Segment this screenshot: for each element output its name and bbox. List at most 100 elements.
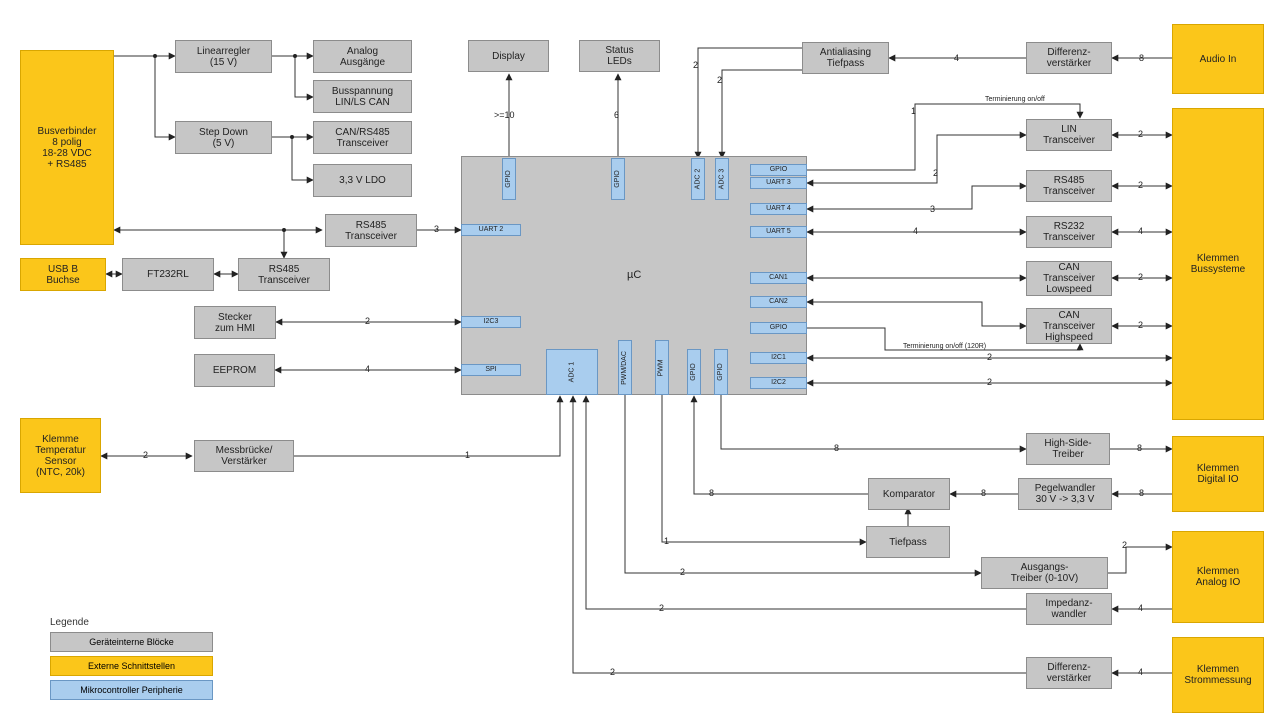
adc3-label: ADC 3	[718, 168, 725, 190]
label-diff-audio: 8	[1139, 53, 1145, 63]
label-ausgang: 2	[680, 567, 686, 577]
gpio-lin-peripheral: GPIO	[750, 164, 807, 176]
label-terminierung-lin: Terminierung on/off	[985, 96, 1045, 103]
gpio-bottom-2-peripheral: GPIO	[714, 349, 728, 395]
status-leds-block: Status LEDs	[579, 40, 660, 72]
pwm-peripheral: PWM	[655, 340, 669, 395]
label-temp: 2	[143, 450, 149, 460]
can1-peripheral: CAN1	[750, 272, 807, 284]
gpio-leds-label: GPIO	[614, 170, 622, 188]
ft232rl-block: FT232RL	[122, 258, 214, 291]
label-highside: 8	[834, 443, 840, 453]
busspannung-block: Busspannung LIN/LS CAN	[313, 80, 412, 113]
adc1-peripheral: ADC 1	[546, 349, 598, 395]
can-highspeed-block: CAN Transceiver Highspeed	[1026, 308, 1112, 344]
tiefpass-block: Tiefpass	[866, 526, 950, 558]
klemmen-analog-io-block: Klemmen Analog IO	[1172, 531, 1264, 623]
pwm-dac-peripheral: PWM/DAC	[618, 340, 632, 395]
adc1-label: ADC 1	[568, 361, 575, 383]
adc2-peripheral: ADC 2	[691, 158, 705, 200]
label-aa-diff: 4	[954, 53, 960, 63]
stecker-hmi-block: Stecker zum HMI	[194, 306, 276, 339]
uart4-peripheral: UART 4	[750, 203, 807, 215]
analog-ausgaenge-block: Analog Ausgänge	[313, 40, 412, 73]
rs485-transceiver-right-block: RS485 Transceiver	[1026, 170, 1112, 202]
differenzverstaerker-audio-block: Differenz- verstärker	[1026, 42, 1112, 74]
rs485-transceiver-mid-block: RS485 Transceiver	[325, 214, 417, 247]
legend-internal: Geräteinterne Blöcke	[50, 632, 213, 652]
label-uart2: 3	[434, 224, 440, 234]
can-rs485-transceiver-block: CAN/RS485 Transceiver	[313, 121, 412, 154]
label-led-count: 6	[614, 110, 620, 120]
klemmen-bussysteme-block: Klemmen Bussysteme	[1172, 108, 1264, 420]
pegelwandler-block: Pegelwandler 30 V -> 3,3 V	[1018, 478, 1112, 510]
adc3-peripheral: ADC 3	[715, 158, 729, 200]
ausgangstreiber-block: Ausgangs- Treiber (0-10V)	[981, 557, 1108, 589]
gpio-leds-peripheral: GPIO	[611, 158, 625, 200]
rs485-usb-transceiver-block: RS485 Transceiver	[238, 258, 330, 291]
label-display-count: >=10	[494, 110, 515, 120]
lin-transceiver-block: LIN Transceiver	[1026, 119, 1112, 151]
label-rs232-bus: 4	[1138, 226, 1144, 236]
uart2-peripheral: UART 2	[461, 224, 521, 236]
gpio-can-peripheral: GPIO	[750, 322, 807, 334]
usb-b-socket-block: USB B Buchse	[20, 258, 106, 291]
messbruecke-block: Messbrücke/ Verstärker	[194, 440, 294, 472]
label-strom-in: 4	[1138, 667, 1144, 677]
label-stecker: 2	[365, 316, 371, 326]
label-eeprom: 4	[365, 364, 371, 374]
uart3-peripheral: UART 3	[750, 177, 807, 189]
label-canls-bus: 2	[1138, 272, 1144, 282]
gpio-bottom-1-label: GPIO	[690, 363, 698, 381]
i2c2-peripheral: I2C2	[750, 377, 807, 389]
label-aa-adc2: 2	[693, 60, 699, 70]
label-highside-bus: 8	[1137, 443, 1143, 453]
label-rs485-3: 3	[930, 204, 936, 214]
legend-peripheral: Mikrocontroller Peripherie	[50, 680, 213, 700]
komparator-block: Komparator	[868, 478, 950, 510]
gpio-bottom-2-label: GPIO	[717, 363, 725, 381]
uart5-peripheral: UART 5	[750, 226, 807, 238]
label-i2c2: 2	[987, 377, 993, 387]
ldo-block: 3,3 V LDO	[313, 164, 412, 197]
can2-peripheral: CAN2	[750, 296, 807, 308]
klemmen-strommessung-block: Klemmen Strommessung	[1172, 637, 1264, 713]
label-impedanz: 2	[659, 603, 665, 613]
gpio-display-label: GPIO	[505, 170, 513, 188]
label-dio: 8	[1139, 488, 1145, 498]
microcontroller-label: µC	[627, 269, 642, 281]
high-side-treiber-block: High-Side- Treiber	[1026, 433, 1110, 465]
label-lin-2: 2	[933, 168, 939, 178]
busverbinder-block: Busverbinder 8 polig 18-28 VDC + RS485	[20, 50, 114, 245]
i2c1-peripheral: I2C1	[750, 352, 807, 364]
can-lowspeed-block: CAN Transceiver Lowspeed	[1026, 261, 1112, 296]
label-aa-adc3: 2	[717, 75, 723, 85]
label-terminierung-can: Terminierung on/off (120R)	[903, 343, 987, 350]
legend-title: Legende	[50, 617, 89, 628]
label-rs485-bus: 2	[1138, 180, 1144, 190]
klemme-temperatur-block: Klemme Temperatur Sensor (NTC, 20k)	[20, 418, 101, 493]
pwm-dac-label: PWM/DAC	[621, 350, 628, 385]
gpio-display-peripheral: GPIO	[502, 158, 516, 200]
gpio-bottom-1-peripheral: GPIO	[687, 349, 701, 395]
linearregler-block: Linearregler (15 V)	[175, 40, 272, 73]
label-canhs-bus: 2	[1138, 320, 1144, 330]
differenzverstaerker-strom-block: Differenz- verstärker	[1026, 657, 1112, 689]
label-i2c1: 2	[987, 352, 993, 362]
display-block: Display	[468, 40, 549, 72]
spi-peripheral: SPI	[461, 364, 521, 376]
label-mess: 1	[465, 450, 471, 460]
antialiasing-tiefpass-block: Antialiasing Tiefpass	[802, 42, 889, 74]
label-tiefpass: 1	[664, 536, 670, 546]
microcontroller-block	[461, 156, 807, 395]
label-lin-bus: 2	[1138, 129, 1144, 139]
label-ausgang-out: 2	[1122, 540, 1128, 550]
label-impedanz-in: 4	[1138, 603, 1144, 613]
i2c3-peripheral: I2C3	[461, 316, 521, 328]
label-strom: 2	[610, 667, 616, 677]
eeprom-block: EEPROM	[194, 354, 275, 387]
pwm-label: PWM	[658, 358, 666, 377]
audio-in-block: Audio In	[1172, 24, 1264, 94]
impedanzwandler-block: Impedanz- wandler	[1026, 593, 1112, 625]
